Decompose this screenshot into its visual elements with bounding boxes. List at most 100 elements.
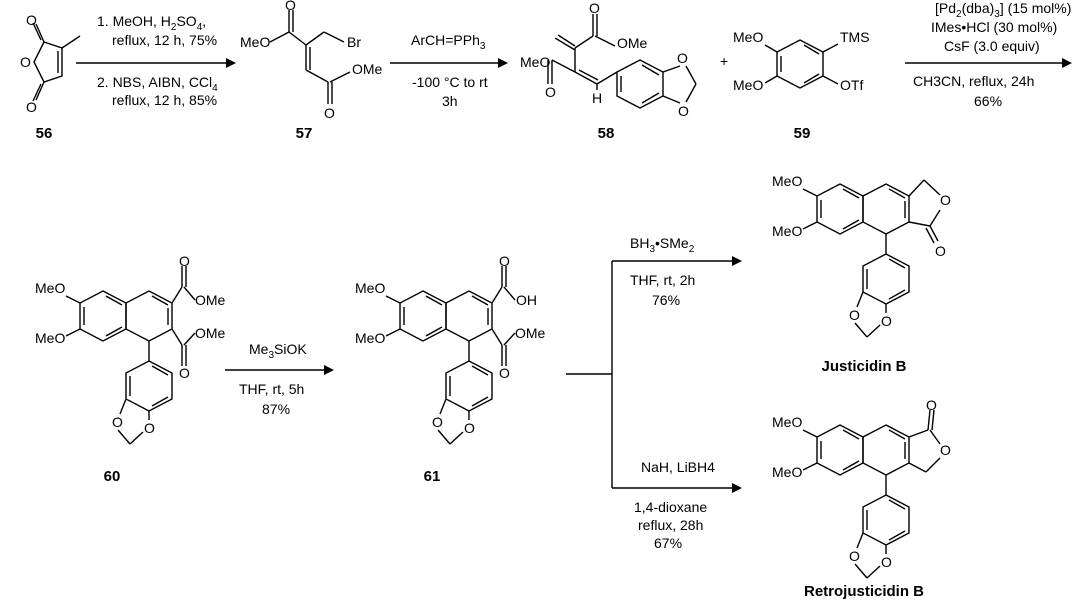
atom-o: O bbox=[677, 50, 688, 66]
svg-text:Me3SiOK: Me3SiOK bbox=[249, 341, 307, 361]
structure-57: MeO O Br O OMe bbox=[240, 0, 383, 121]
branch-connector bbox=[566, 261, 613, 488]
conditions-step-5: BH3•SMe2 THF, rt, 2h 76% bbox=[630, 235, 695, 308]
atom-ome: OMe bbox=[352, 61, 383, 77]
atom-o: O bbox=[112, 414, 123, 430]
reaction-arrow-6 bbox=[612, 483, 742, 493]
atom-o: O bbox=[881, 313, 892, 329]
condition-text: 3h bbox=[442, 93, 458, 109]
atom-o: O bbox=[179, 253, 190, 269]
atom-ome: OMe bbox=[515, 325, 546, 341]
atom-ome: OMe bbox=[617, 35, 648, 51]
compound-label-retrojusticidin-b: Retrojusticidin B bbox=[804, 583, 924, 600]
atom-h: H bbox=[592, 90, 602, 106]
compound-label-56: 56 bbox=[36, 125, 53, 142]
compound-label-60: 60 bbox=[104, 468, 121, 485]
atom-meo: MeO bbox=[355, 280, 385, 296]
atom-meo: MeO bbox=[520, 54, 550, 70]
condition-text: 76% bbox=[652, 292, 680, 308]
reaction-arrow-3 bbox=[905, 58, 1072, 68]
atom-br: Br bbox=[347, 34, 361, 50]
condition-text: IMes•HCl (30 mol%) bbox=[931, 19, 1057, 35]
condition-text: THF, rt, 5h bbox=[239, 381, 304, 397]
atom-o: O bbox=[678, 103, 689, 119]
condition-text: 1,4-dioxane bbox=[634, 499, 707, 515]
atom-meo: MeO bbox=[35, 330, 65, 346]
svg-text:BH3•SMe2: BH3•SMe2 bbox=[630, 235, 695, 255]
reaction-arrow-2 bbox=[390, 58, 508, 68]
structure-56: O O O bbox=[20, 12, 81, 115]
atom-ome: OMe bbox=[195, 325, 226, 341]
conditions-step-3: [Pd2(dba)3] (15 mol%) IMes•HCl (30 mol%)… bbox=[913, 0, 1071, 109]
atom-o: O bbox=[545, 84, 556, 100]
atom-o: O bbox=[432, 414, 443, 430]
atom-o: O bbox=[940, 442, 951, 458]
atom-o: O bbox=[499, 365, 510, 381]
atom-o: O bbox=[179, 365, 190, 381]
reaction-arrow-5 bbox=[612, 256, 742, 266]
atom-o: O bbox=[940, 192, 951, 208]
atom-ome: OMe bbox=[195, 292, 226, 308]
structure-58: O OMe MeO O H O O bbox=[520, 0, 697, 119]
reaction-arrow-4 bbox=[225, 365, 334, 375]
atom-o: O bbox=[926, 397, 937, 413]
atom-meo: MeO bbox=[35, 280, 65, 296]
atom-meo: MeO bbox=[733, 77, 763, 93]
atom-o: O bbox=[849, 307, 860, 323]
plus-sign: + bbox=[720, 53, 728, 69]
structure-justicidin-b: O O MeO MeO O O bbox=[772, 173, 951, 338]
atom-o: O bbox=[589, 0, 600, 16]
atom-o: O bbox=[935, 243, 946, 259]
compound-label-58: 58 bbox=[598, 125, 615, 142]
svg-text:1. MeOH, H2SO4,: 1. MeOH, H2SO4, bbox=[97, 13, 206, 33]
atom-o: O bbox=[144, 420, 155, 436]
structure-60: MeO MeO O OMe O OMe O O bbox=[35, 253, 226, 445]
atom-meo: MeO bbox=[240, 34, 270, 50]
condition-text: reflux, 12 h, 75% bbox=[112, 32, 217, 48]
conditions-step-1: 1. MeOH, H2SO4, reflux, 12 h, 75% 2. NBS… bbox=[97, 13, 218, 108]
svg-text:[Pd2(dba)3] (15 mol%): [Pd2(dba)3] (15 mol%) bbox=[935, 0, 1071, 20]
atom-meo: MeO bbox=[772, 223, 802, 239]
conditions-step-4: Me3SiOK THF, rt, 5h 87% bbox=[239, 341, 307, 417]
structure-59: TMS OTf MeO MeO bbox=[733, 29, 870, 93]
condition-text: CsF (3.0 equiv) bbox=[944, 38, 1040, 54]
structure-61: MeO MeO O OH O OMe O O bbox=[355, 253, 546, 445]
svg-text:2. NBS, AIBN, CCl4: 2. NBS, AIBN, CCl4 bbox=[97, 74, 218, 94]
condition-text: reflux, 28h bbox=[638, 517, 703, 533]
atom-o: O bbox=[26, 12, 37, 28]
atom-o: O bbox=[324, 105, 335, 121]
atom-o: O bbox=[26, 99, 37, 115]
condition-text: NaH, LiBH4 bbox=[641, 459, 715, 475]
atom-o: O bbox=[464, 420, 475, 436]
atom-tms: TMS bbox=[840, 29, 870, 45]
atom-otf: OTf bbox=[840, 77, 863, 93]
atom-meo: MeO bbox=[772, 173, 802, 189]
compound-label-61: 61 bbox=[424, 468, 441, 485]
svg-text:ArCH=PPh3: ArCH=PPh3 bbox=[411, 32, 486, 52]
atom-o: O bbox=[849, 548, 860, 564]
structure-retrojusticidin-b: O O MeO MeO O O bbox=[772, 397, 951, 579]
compound-label-justicidin-b: Justicidin B bbox=[821, 358, 906, 375]
condition-text: CH3CN, reflux, 24h bbox=[913, 73, 1034, 89]
atom-oh: OH bbox=[516, 292, 537, 308]
condition-text: THF, rt, 2h bbox=[630, 272, 695, 288]
conditions-step-2: ArCH=PPh3 -100 °C to rt 3h bbox=[411, 32, 488, 109]
atom-o: O bbox=[285, 0, 296, 13]
atom-meo: MeO bbox=[772, 414, 802, 430]
atom-o: O bbox=[20, 54, 31, 70]
condition-text: 66% bbox=[974, 93, 1002, 109]
reaction-arrow-1 bbox=[76, 58, 236, 68]
conditions-step-6: NaH, LiBH4 1,4-dioxane reflux, 28h 67% bbox=[634, 459, 715, 551]
atom-o: O bbox=[499, 253, 510, 269]
atom-meo: MeO bbox=[733, 29, 763, 45]
atom-meo: MeO bbox=[772, 464, 802, 480]
condition-text: reflux, 12 h, 85% bbox=[112, 92, 217, 108]
condition-text: -100 °C to rt bbox=[412, 74, 488, 90]
compound-label-57: 57 bbox=[296, 125, 313, 142]
atom-o: O bbox=[881, 554, 892, 570]
condition-text: 87% bbox=[262, 401, 290, 417]
condition-text: 67% bbox=[654, 535, 682, 551]
atom-meo: MeO bbox=[355, 330, 385, 346]
compound-label-59: 59 bbox=[794, 125, 811, 142]
